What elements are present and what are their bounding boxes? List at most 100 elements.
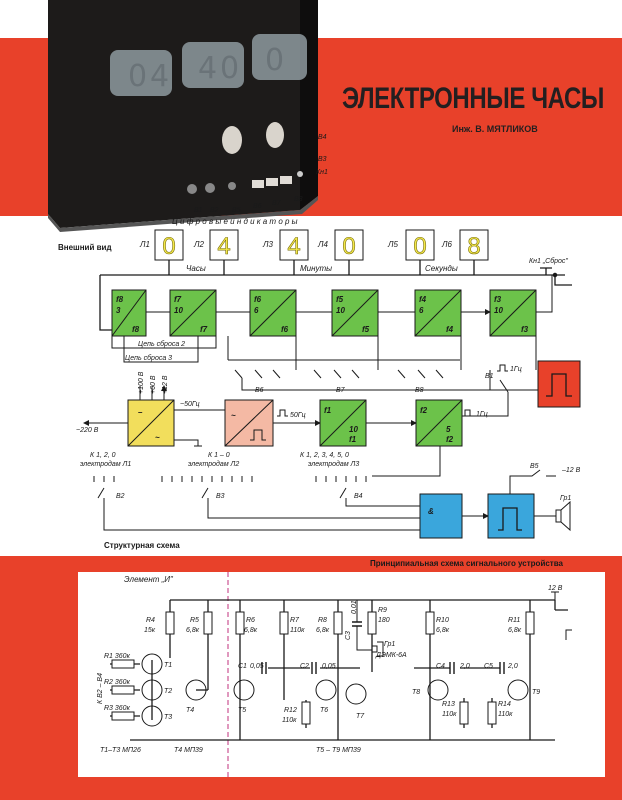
indicator-l3: Л3 4	[262, 229, 309, 261]
signal-speaker-model: ДЭМК-6А	[375, 652, 407, 659]
photo-label-b2: В2	[210, 207, 219, 214]
svg-text:0: 0	[162, 233, 175, 260]
indicator-l6: Л6 8	[441, 229, 489, 261]
psu-12v: +12 В	[162, 375, 169, 394]
r9-label: R9	[378, 607, 387, 614]
c2-label: C2	[300, 663, 309, 670]
nixie-tubes-photo: 0 4 4 0 0	[110, 34, 307, 96]
switch-b3: В3	[216, 493, 225, 500]
t1-label: Т1	[164, 662, 172, 669]
svg-text:5: 5	[446, 425, 451, 434]
resistor-bodies	[111, 611, 535, 725]
signal-schematic-panel	[78, 572, 605, 777]
reset-button-label: Кн1 „Сброс"	[529, 257, 568, 265]
switch-b8: В8	[415, 387, 424, 394]
psu-50hz: ~50Гц	[180, 401, 200, 408]
indicators-title: Ц и ф р о в ы е и н д и к а т о р ы	[172, 217, 298, 226]
svg-text:0: 0	[220, 51, 239, 86]
group-hours: Часы	[186, 264, 206, 273]
psu-60v: +60 В	[150, 375, 157, 394]
svg-text:Л2: Л2	[193, 240, 204, 249]
counter-row: f8 3 f8 f7 10 f7 f6 6 f6 f5 10 f5	[111, 289, 537, 337]
svg-text:0: 0	[128, 59, 147, 94]
counter-f7: f7 10 f7	[169, 289, 217, 337]
t2-label: Т2	[164, 688, 172, 695]
electrode-l3: электродам Л3	[308, 460, 359, 468]
t8-label: Т8	[412, 689, 420, 696]
c1-label: C1	[238, 663, 247, 670]
reset-chain-2: Цепь сброса 2	[138, 340, 185, 348]
speaker-icon	[555, 500, 571, 532]
r5-label: R5	[190, 617, 199, 624]
r11-value: 6,8к	[508, 627, 522, 634]
and-gate: &	[419, 493, 463, 539]
svg-text:Л5: Л5	[387, 240, 398, 249]
svg-text:f5: f5	[362, 325, 370, 334]
capacitor-plates	[261, 621, 505, 674]
r7-label: R7	[290, 617, 300, 624]
indicator-bus	[99, 260, 572, 331]
r10-value: 6,8к	[436, 627, 450, 634]
photo-switches	[187, 171, 303, 194]
r11-label: R11	[508, 617, 520, 624]
r8-value: 6,8к	[316, 627, 330, 634]
r10-label: R10	[436, 617, 449, 624]
signal-wiring	[110, 599, 568, 741]
t5-t9-type: Т5 – Т9 МП39	[316, 747, 361, 754]
b5-wiring	[509, 469, 556, 494]
c4-value: 2,0	[459, 663, 470, 670]
svg-text:f2: f2	[446, 435, 454, 444]
switch-b5: В5	[530, 463, 539, 470]
svg-text:0: 0	[265, 43, 284, 78]
svg-text:f4: f4	[419, 295, 427, 304]
signal-caption: Принципиальная схема сигнального устройс…	[370, 559, 564, 568]
r7-value: 110к	[290, 627, 305, 634]
svg-text:f7: f7	[174, 295, 182, 304]
svg-text:4: 4	[217, 233, 230, 260]
svg-text:10: 10	[494, 306, 503, 315]
svg-text:Л3: Л3	[262, 240, 273, 249]
svg-text:f7: f7	[200, 325, 208, 334]
svg-text:0: 0	[413, 233, 426, 260]
transistor-symbols	[141, 653, 529, 727]
r12-label: R12	[284, 707, 297, 714]
svg-text:f6: f6	[281, 325, 289, 334]
psu-mains: ~220 В	[76, 427, 99, 434]
pulse-1hz-bottom-symbol	[462, 409, 473, 417]
c2-value: 0,05	[322, 663, 336, 670]
switch-b4: В4	[354, 493, 363, 500]
switch-bank	[227, 336, 537, 391]
c5-label: C5	[484, 663, 493, 670]
pulse-50hz-symbol	[277, 409, 288, 417]
divider-f2: f2 5 f2	[415, 399, 463, 447]
r3-label: R3 360к	[104, 705, 131, 712]
pulse-shaper: ~	[224, 399, 274, 447]
counter-interconnect	[111, 275, 553, 363]
switch-b6: В6	[255, 387, 264, 394]
svg-text:f6: f6	[254, 295, 262, 304]
svg-text:8: 8	[467, 233, 480, 260]
photo-label-b4: В4	[318, 134, 327, 141]
t3-label: Т3	[164, 714, 172, 721]
photo-label-kn1: Кн1	[316, 169, 328, 176]
electrode-l1-k: К 1, 2, 0	[90, 452, 116, 459]
svg-text:6: 6	[254, 306, 259, 315]
r9-value: 180	[378, 617, 390, 624]
pulse-50hz: 50Гц	[290, 412, 306, 419]
signal-speaker-icon	[371, 634, 384, 658]
counter-f3: f3 10 f3	[489, 289, 537, 337]
switch-b2: В2	[116, 493, 125, 500]
svg-text:f4: f4	[446, 325, 454, 334]
photo-label-b6: В6	[253, 203, 262, 210]
svg-text:–: –	[138, 408, 143, 417]
structure-caption: Структурная схема	[104, 541, 180, 550]
supply-terminal	[551, 591, 559, 600]
power-supply: – ~	[127, 399, 175, 447]
photo-label-b8: В8	[294, 196, 303, 203]
divider-f1: f1 10 f1	[319, 399, 367, 447]
group-minutes: Минуты	[300, 264, 332, 273]
svg-text:0: 0	[342, 233, 355, 260]
counter-f4: f4 6 f4	[414, 289, 462, 337]
r6-label: R6	[246, 617, 255, 624]
pulse-generator-1hz	[537, 360, 581, 408]
